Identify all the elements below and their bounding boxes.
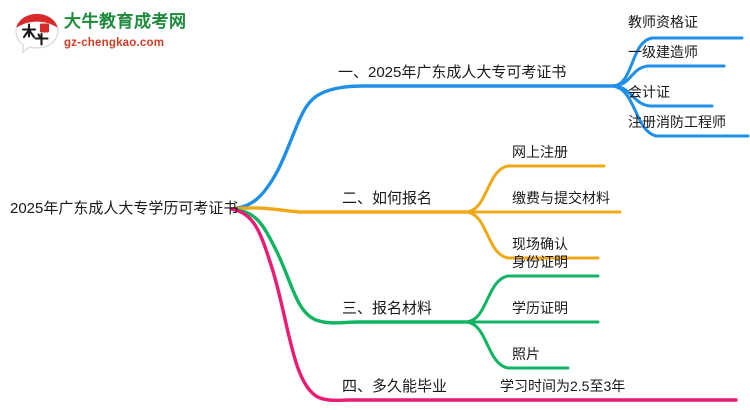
logo-subtitle: gz-chengkao.com [64, 37, 165, 49]
leaf-node-2-2[interactable]: 缴费与提交材料 [512, 190, 610, 206]
leaf-node-3-3[interactable]: 照片 [512, 346, 540, 362]
leaf-node-2-1[interactable]: 网上注册 [512, 144, 568, 160]
logo-title: 大牛教育成考网 [64, 12, 187, 31]
branch-3-wire [230, 207, 600, 370]
leaf-node-2-3[interactable]: 现场确认 [512, 236, 568, 252]
leaf-node-1-1[interactable]: 教师资格证 [628, 14, 698, 30]
branch-node-1[interactable]: 一、2025年广东成人大专可考证书 [338, 64, 567, 81]
leaf-node-4-1[interactable]: 学习时间为2.5至3年 [500, 378, 626, 394]
branch-node-2[interactable]: 二、如何报名 [342, 190, 433, 207]
branch-node-4[interactable]: 四、多久能毕业 [342, 378, 448, 395]
daniu-bull-logo-icon [15, 13, 59, 54]
branch-2-wire [230, 164, 622, 260]
branch-1-wire [230, 36, 750, 211]
leaf-node-1-2[interactable]: 一级建造师 [628, 44, 698, 60]
logo-text: 大牛教育成考网 gz-chengkao.com [64, 12, 187, 51]
leaf-node-1-3[interactable]: 会计证 [628, 84, 670, 100]
leaf-node-1-4[interactable]: 注册消防工程师 [628, 114, 726, 130]
branch-node-3[interactable]: 三、报名材料 [342, 300, 433, 317]
site-logo: 大牛教育成考网 gz-chengkao.com [14, 10, 194, 58]
leaf-node-3-1[interactable]: 身份证明 [512, 254, 568, 270]
branch-4-wire [230, 207, 738, 403]
root-node[interactable]: 2025年广东成人大专学历可考证书 [10, 200, 239, 217]
leaf-node-3-2[interactable]: 学历证明 [512, 300, 568, 316]
